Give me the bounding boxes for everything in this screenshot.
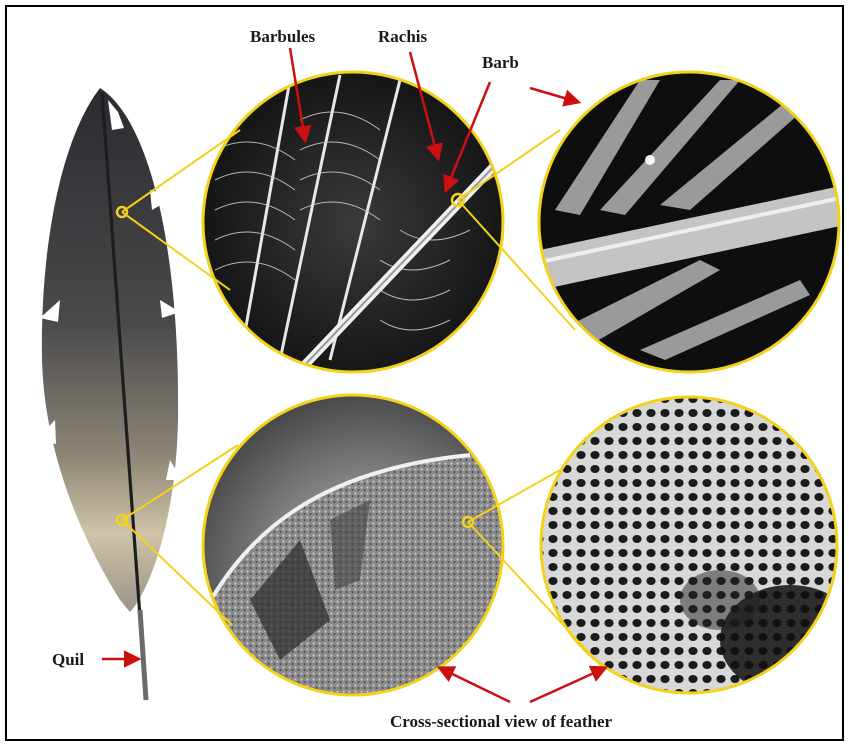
label-cross-section: Cross-sectional view of feather — [390, 712, 613, 731]
pores-micrograph — [540, 395, 849, 705]
label-quil: Quil — [52, 650, 84, 669]
label-barb: Barb — [482, 53, 519, 72]
label-rachis: Rachis — [378, 27, 428, 46]
cross-section-arrow-right — [530, 668, 605, 702]
barb-arrow-right — [530, 88, 578, 102]
label-barbules: Barbules — [250, 27, 316, 46]
feather-illustration — [36, 88, 182, 700]
cross-section-arrow-left — [440, 668, 510, 702]
